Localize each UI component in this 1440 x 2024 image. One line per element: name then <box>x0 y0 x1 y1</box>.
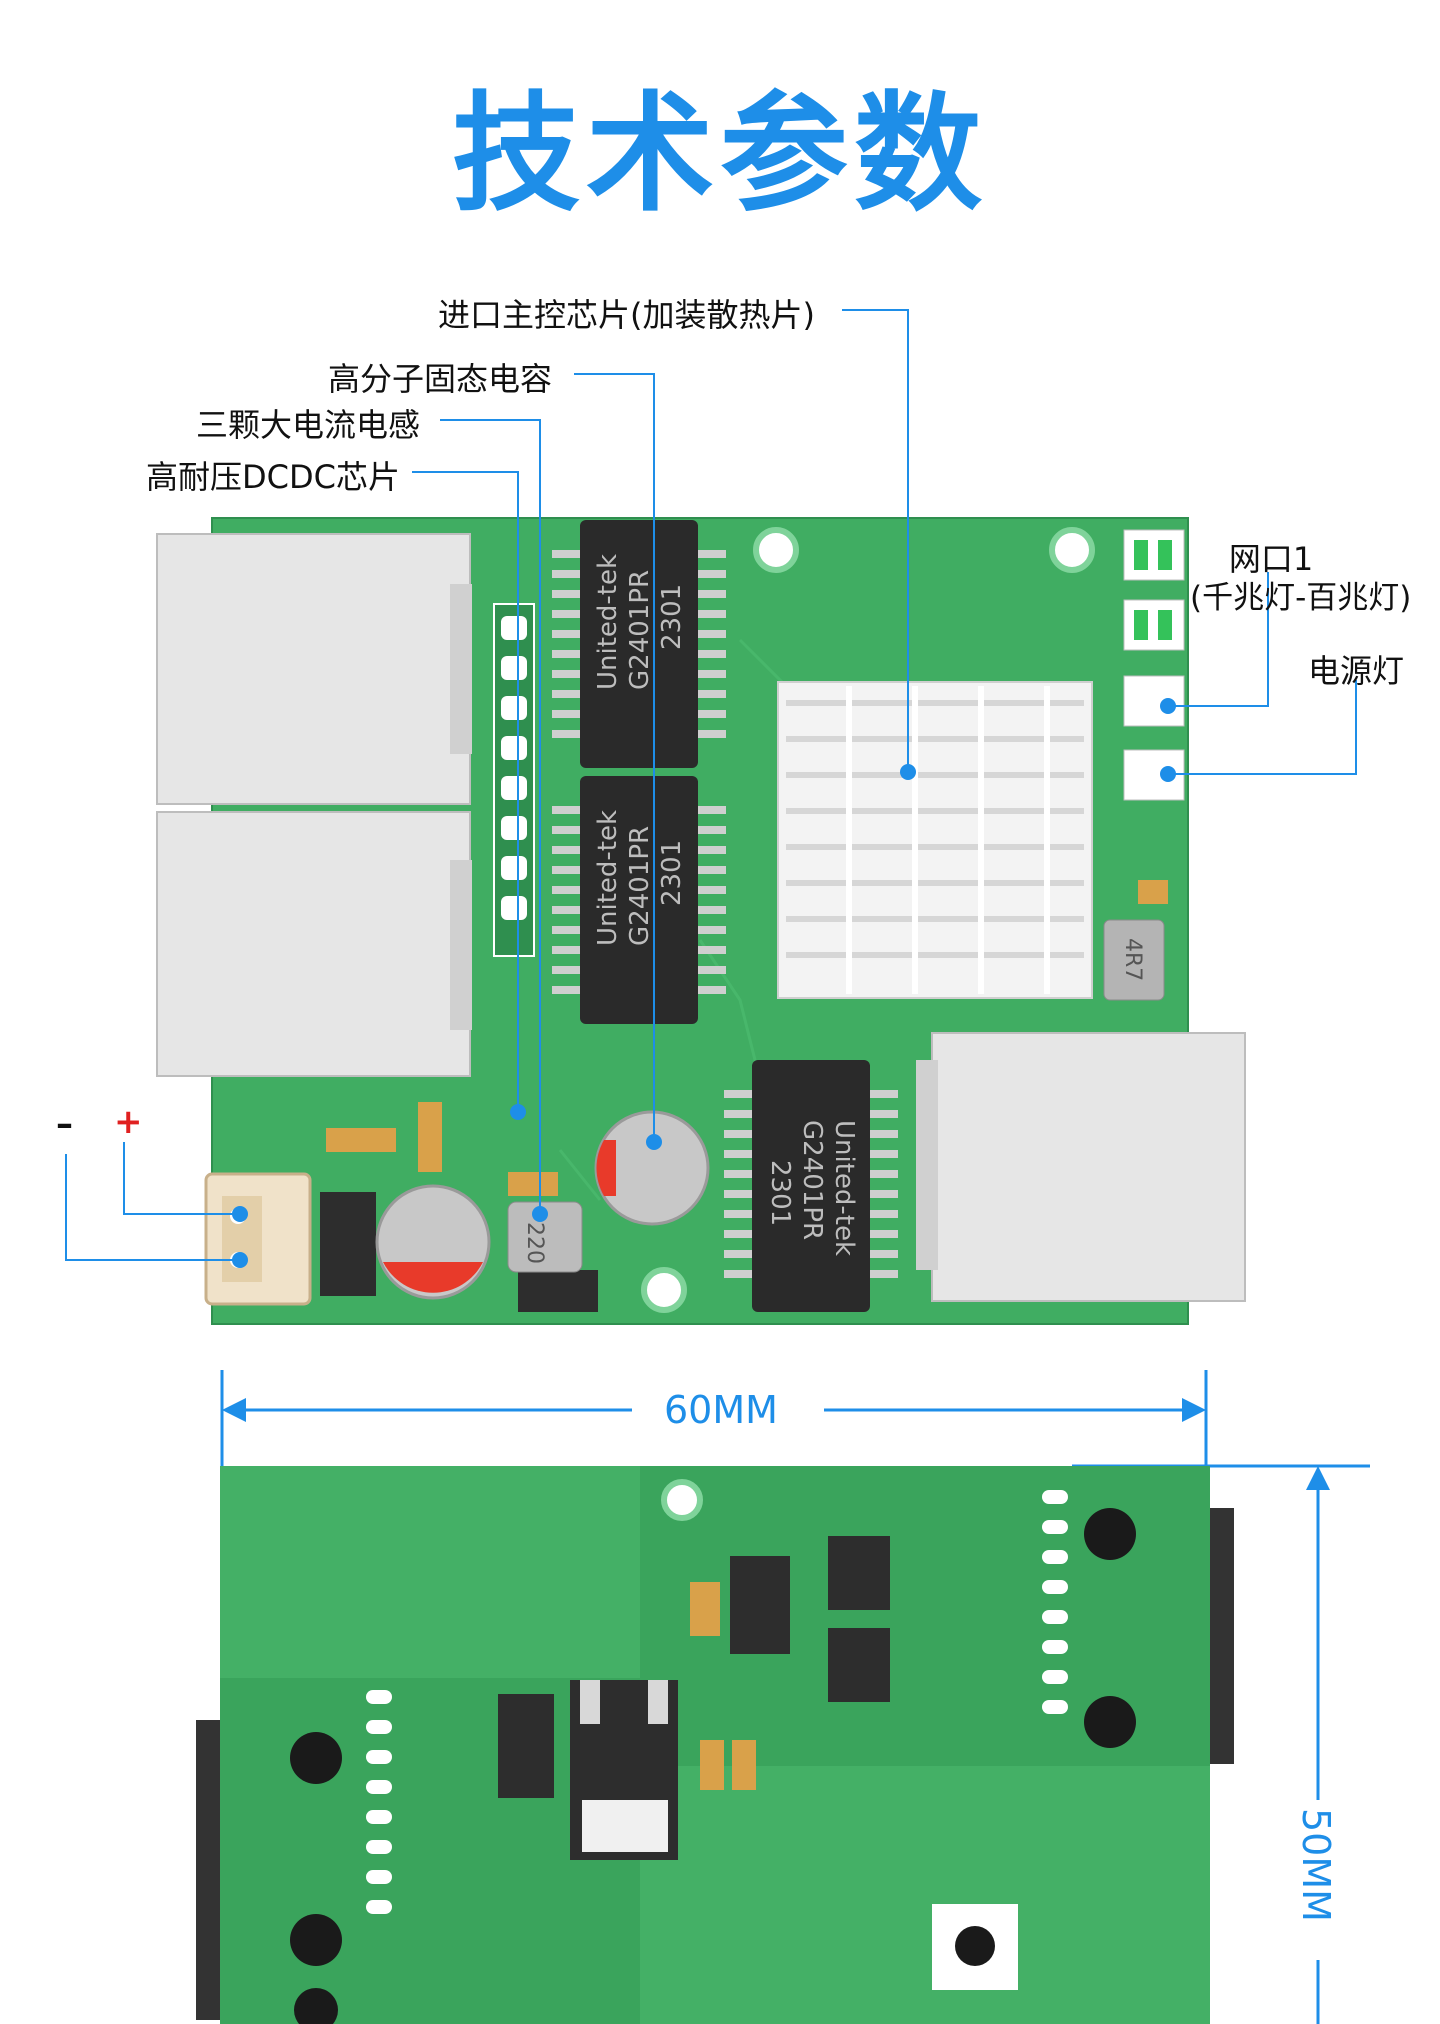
transformer-1-label: United-tek <box>593 554 623 690</box>
transformer-3-date: 2301 <box>765 1160 795 1226</box>
polarity-plus: + <box>114 1102 143 1142</box>
transformer-2 <box>552 776 726 1024</box>
rj45-jack-left-top <box>156 533 472 805</box>
bottom-solder-pads <box>366 1490 1068 1914</box>
transformer-2-model: G2401PR <box>625 826 655 946</box>
transformer-2-date: 2301 <box>657 840 687 906</box>
cap-small <box>375 1184 491 1300</box>
callout-power-led: 电源灯 <box>1308 652 1405 690</box>
transformer-3 <box>724 1060 898 1312</box>
rj45-jack-right <box>916 1032 1246 1302</box>
transformer-3-model: G2401PR <box>797 1120 827 1240</box>
led-indicators <box>1123 529 1185 801</box>
callout-capacitor: 高分子固态电容 <box>328 360 553 398</box>
dimension-height: 50MM <box>1294 1808 1338 1922</box>
smd-parts <box>326 880 1168 1196</box>
callout-lines <box>65 309 1357 1261</box>
cap-big <box>594 1110 710 1226</box>
diode-bottom <box>518 1270 598 1312</box>
polarity-minus: – <box>56 1104 73 1144</box>
callout-dcdc: 高耐压DCDC芯片 <box>146 458 400 496</box>
rj45-jack-left-bottom <box>156 811 472 1077</box>
inductor-220: 220 <box>507 1201 583 1273</box>
heat-sink <box>777 681 1093 999</box>
transformer-1-date: 2301 <box>657 584 687 650</box>
callout-dots <box>232 698 1176 1268</box>
svg-text:220: 220 <box>522 1222 547 1264</box>
transformer-3-label: United-tek <box>829 1120 859 1256</box>
bottom-bridge-rectifiers <box>828 1536 890 1702</box>
callout-inductor: 三颗大电流电感 <box>196 406 421 444</box>
transformer-1-model: G2401PR <box>625 570 655 690</box>
pin-header <box>493 603 535 957</box>
bottom-smd-parts <box>690 1582 756 1790</box>
dimension-width: 60MM <box>664 1388 778 1432</box>
bottom-mount-pins <box>290 1508 1136 2024</box>
bottom-regulator <box>570 1680 678 1860</box>
page-title: 技术参数 <box>451 80 988 229</box>
callout-port-line2: (千兆灯-百兆灯) <box>1190 580 1412 616</box>
bottom-diodes <box>498 1556 790 1798</box>
callout-chip: 进口主控芯片(加装散热片) <box>438 296 815 334</box>
transformer-1 <box>552 520 726 768</box>
diode-left <box>320 1192 376 1296</box>
callout-port-line1: 网口1 <box>1228 540 1314 578</box>
inductor-4r7: 4R7 <box>1103 919 1165 1001</box>
svg-text:4R7: 4R7 <box>1120 938 1145 981</box>
power-connector <box>204 1172 312 1306</box>
transformer-2-label: United-tek <box>593 810 623 946</box>
